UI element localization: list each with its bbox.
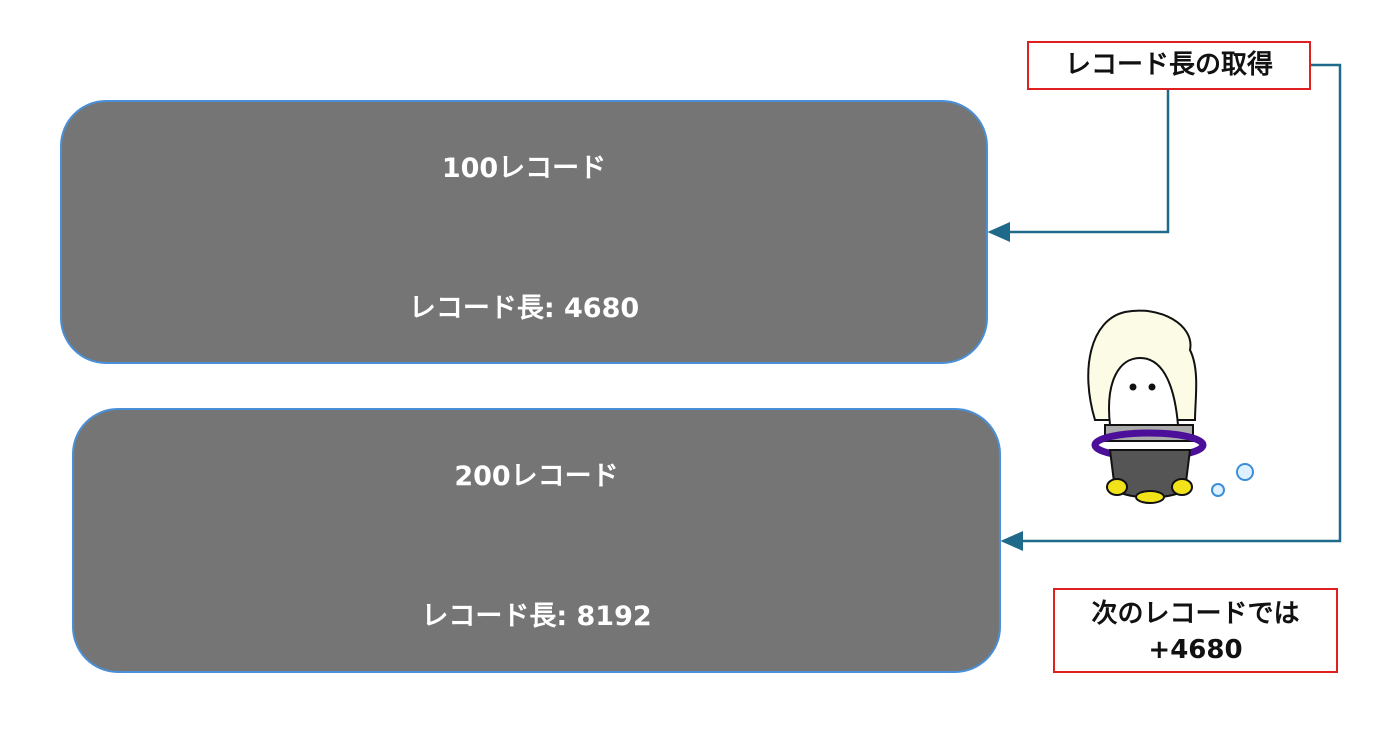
connector-to-block-1 (987, 89, 1170, 242)
block-record-length: レコード長: 4680 (408, 293, 640, 324)
block-title: 200レコード (454, 461, 619, 492)
robot-character-illustration (1087, 309, 1254, 504)
get-record-length-label: レコード長の取得 (1027, 41, 1311, 90)
label-text: レコード長の取得 (1064, 50, 1273, 80)
record-block-200: 200レコード レコード長: 8192 (72, 408, 1001, 673)
label-line-1: 次のレコードでは (1091, 599, 1300, 629)
record-block-100: 100レコード レコード長: 4680 (60, 100, 988, 364)
block-title: 100レコード (441, 153, 607, 184)
label-line-2: +4680 (1148, 635, 1243, 665)
connector-to-block-2 (1000, 63, 1342, 551)
next-record-offset-label: 次のレコードでは +4680 (1053, 588, 1338, 673)
block-record-length: レコード長: 8192 (421, 601, 652, 632)
